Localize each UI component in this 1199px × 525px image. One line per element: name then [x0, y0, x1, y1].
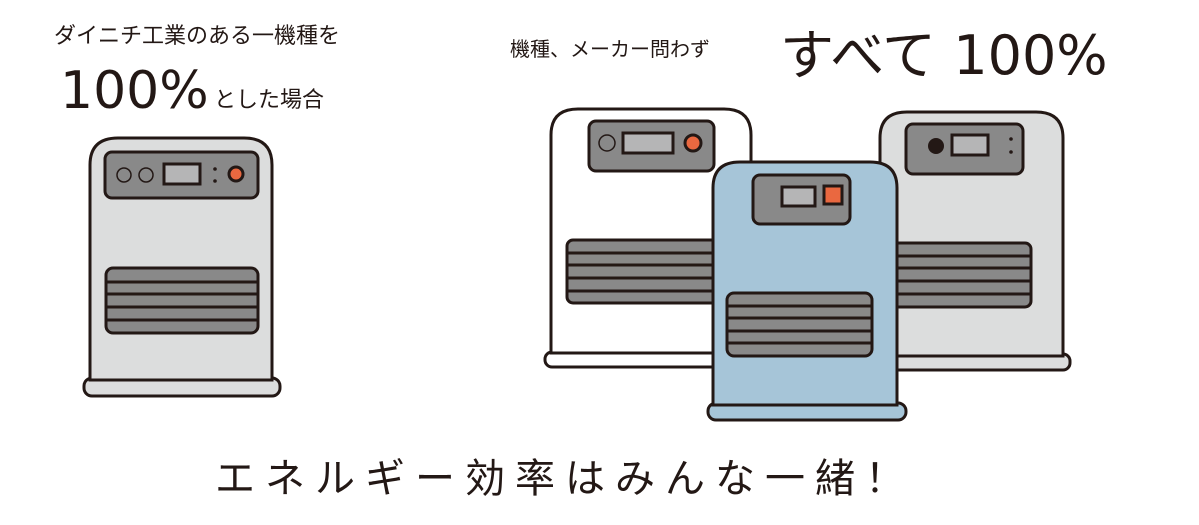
- white-heater: [543, 107, 757, 369]
- knob-icon: [116, 167, 132, 183]
- left-caption-line1: ダイニチ工業のある一機種を: [54, 24, 340, 49]
- left-caption-percent: 100%: [60, 61, 209, 121]
- power-button-icon: [822, 184, 844, 206]
- left-caption-suffix: とした場合: [214, 88, 324, 113]
- display: [162, 162, 202, 186]
- knob-icon: [138, 167, 154, 183]
- gray-heater: [873, 110, 1072, 372]
- bottom-caption: エネルギー効率はみんな一緒！: [215, 456, 915, 502]
- power-button-icon: [227, 165, 245, 183]
- right-caption-emphasis: すべて 100%: [780, 24, 1108, 87]
- blue-heater: [706, 160, 908, 422]
- right-caption-prefix: 機種、メーカー問わず: [510, 37, 710, 61]
- reference-heater: [82, 136, 282, 398]
- grille: [104, 266, 260, 335]
